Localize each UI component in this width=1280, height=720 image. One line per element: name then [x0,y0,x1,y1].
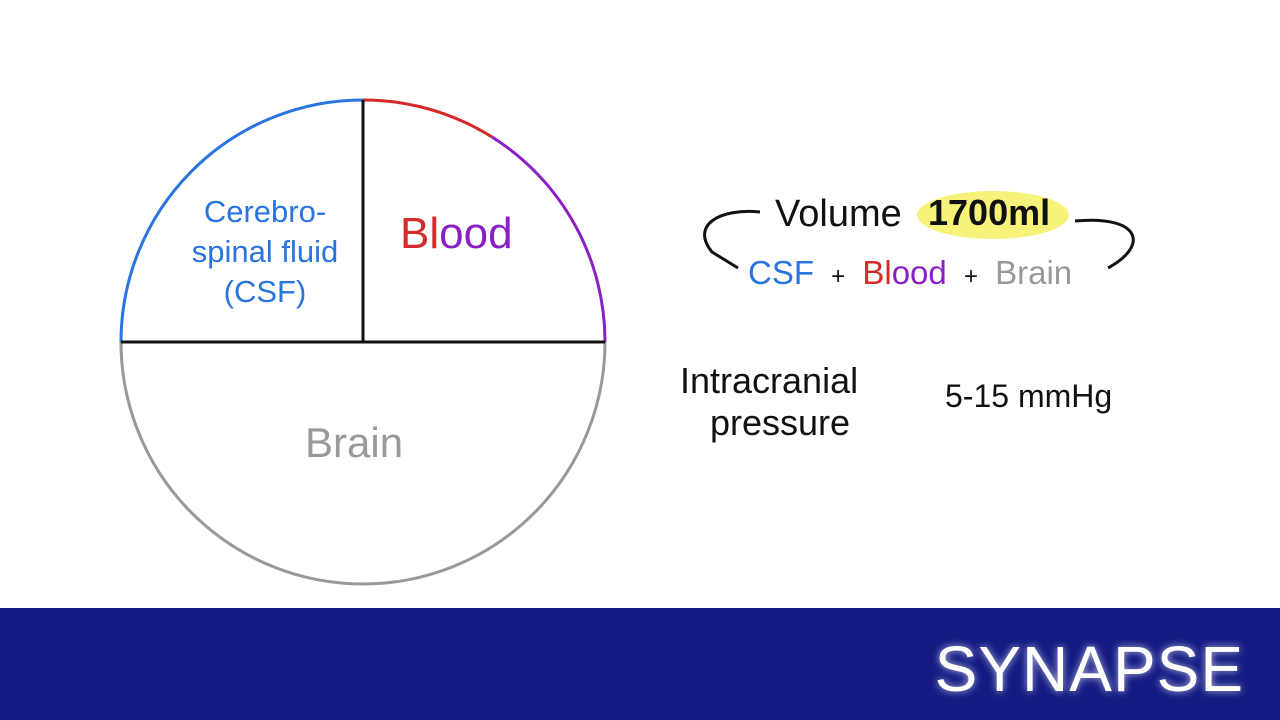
eq-plus: + [963,263,978,290]
right-bracket [1074,218,1135,270]
csf-label-line3: (CSF) [223,274,307,309]
pressure-label-line2: pressure [710,402,851,443]
volume-value: 1700ml [928,192,1051,233]
eq-blood-purple: ood [891,254,947,291]
footer-bar: SYNAPSE [0,608,1280,720]
pressure-label-line1: Intracranial [680,360,859,401]
volume-highlight [917,191,1069,239]
pressure-value: 5-15 mmHg [945,378,1113,414]
csf-label-line1: Cerebro- [203,194,327,229]
eq-plus: + [831,263,846,290]
left-bracket [703,209,761,270]
csf-label-line2: spinal fluid [191,234,339,269]
blood-red-arc [362,98,493,139]
eq-brain: Brain [995,254,1073,291]
volume-equation: CSF + Blood + Brain [748,256,1072,289]
blood-label-red: Bl [400,209,440,258]
brain-label: Brain [305,419,404,466]
csf-arc [119,98,364,343]
blood-label: Blood [400,212,513,256]
eq-csf: CSF [748,254,814,291]
csf-label: Cerebro- spinal fluid (CSF) [170,192,360,312]
volume-label: Volume [775,193,902,235]
blood-label-purple: ood [439,209,513,258]
eq-blood-red: Bl [862,254,892,291]
blood-purple-arc [491,135,607,343]
synapse-logo: SYNAPSE [934,633,1244,705]
brain-arc [119,341,607,586]
pressure-label: Intracranial pressure [680,360,858,444]
skull-compartment-diagram [119,98,1135,586]
